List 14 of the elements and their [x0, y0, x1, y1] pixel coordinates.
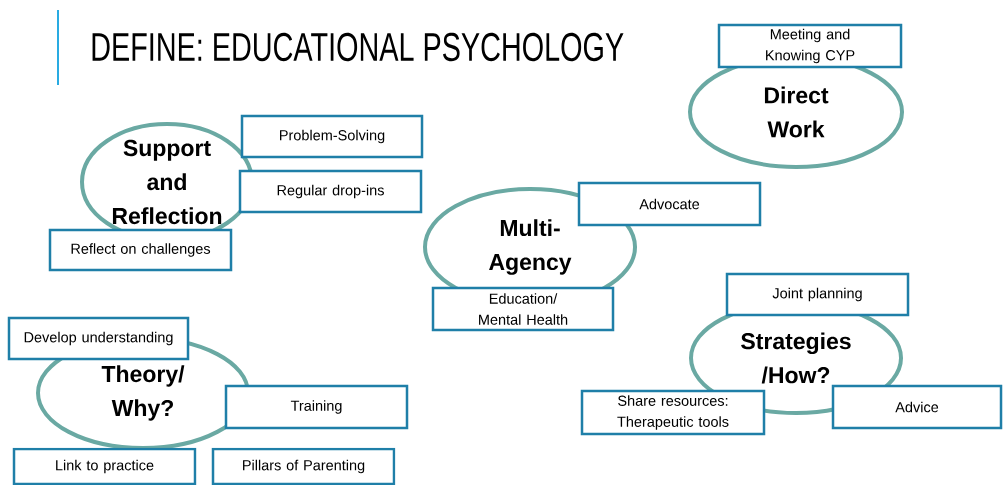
text-box: Training [224, 384, 409, 430]
text-box: Problem-Solving [240, 114, 424, 159]
text-box: Develop understanding [7, 316, 190, 361]
text-box: Advice [831, 384, 1003, 430]
text-box: Meeting and Knowing CYP [717, 23, 903, 69]
text-box: Regular drop-ins [238, 169, 423, 214]
text-box: Reflect on challenges [48, 228, 233, 272]
text-box: Link to practice [12, 447, 197, 485]
text-box: Education/ Mental Health [431, 286, 615, 332]
text-box: Advocate [577, 181, 762, 227]
text-box: Pillars of Parenting [211, 447, 396, 485]
text-box: Joint planning [725, 272, 910, 317]
title: DEFINE: EDUCATIONAL PSYCHOLOGY [92, 32, 624, 62]
text-box: Share resources: Therapeutic tools [580, 389, 766, 436]
